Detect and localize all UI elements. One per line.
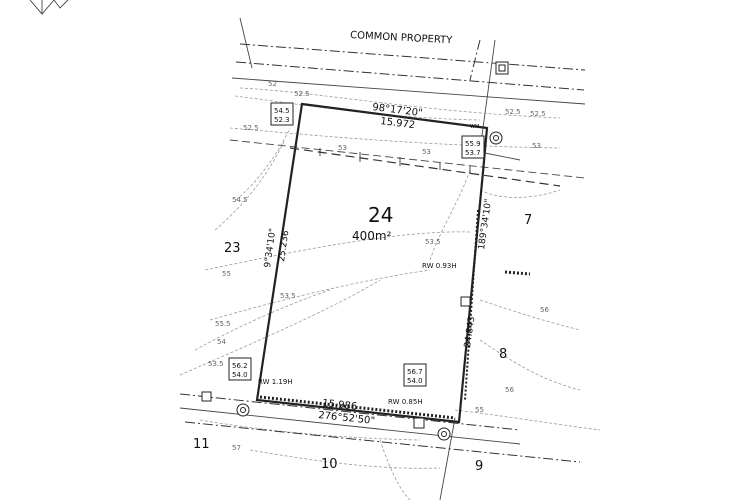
building-setback-line [289, 147, 561, 187]
contour-label: 55 [475, 406, 484, 414]
distance-left: 25.236 [277, 230, 291, 263]
rw-label-e: RW 0.93H [422, 262, 457, 270]
contour-label: 55 [222, 270, 231, 278]
common-property-label: COMMON PROPERTY [350, 30, 454, 46]
pit-icon-southwest [201, 391, 212, 402]
contour-label: 52 [268, 80, 277, 88]
level-top: 55.9 [465, 140, 481, 148]
level-box-ne: 55.9 53.7 [461, 135, 485, 159]
contour-lines [179, 87, 601, 500]
contour-label: 53.5 [208, 360, 224, 368]
pit-icon-east [460, 296, 471, 307]
contour-label: 56 [540, 306, 549, 314]
distance-top: 15.972 [380, 116, 416, 131]
manhole-icon-southwest [236, 403, 250, 417]
contour-label: 53 [532, 142, 541, 150]
level-top: 56.2 [232, 362, 248, 370]
level-box-se: 56.7 54.0 [403, 363, 427, 387]
distance-bottom: 15.986 [322, 398, 358, 413]
contour-label: 52.5 [243, 124, 259, 132]
retaining-wall-hatching [259, 209, 531, 420]
contour-label: 53 [422, 148, 431, 156]
lot-area: 400m² [352, 229, 392, 243]
pit-icon-south [413, 417, 425, 429]
level-box-sw: 56.2 54.0 [228, 357, 252, 381]
contour-label: 56 [505, 386, 514, 394]
level-box-nw: 54.5 52.3 [270, 102, 294, 126]
contour-label: 54 [217, 338, 226, 346]
lot-number-west: 23 [224, 241, 241, 256]
service-pit-icon [495, 61, 509, 75]
contour-label: 53.5 [280, 292, 296, 300]
distance-right: 24.843 [463, 316, 477, 349]
level-bottom: 52.3 [274, 116, 290, 124]
level-top: 56.7 [407, 368, 423, 376]
contour-label: 53 [338, 144, 347, 152]
contour-label: 52.5 [505, 108, 521, 116]
water-meter-label: WM [470, 124, 479, 130]
lot-boundary [255, 102, 489, 424]
lot-number: 24 [368, 203, 393, 227]
contour-label: 55.5 [215, 320, 231, 328]
lot-number-east-upper: 7 [524, 213, 532, 228]
lot-number-south-mid: 10 [321, 457, 338, 472]
lot-number-east-lower: 8 [499, 347, 507, 362]
level-bottom: 54.0 [407, 377, 423, 385]
south-road-lines [179, 149, 581, 500]
rw-label-se: RW 0.85H [388, 398, 423, 406]
top-easement-lines [229, 17, 586, 179]
contour-label: 53.5 [425, 238, 441, 246]
lot-number-south-left: 11 [193, 437, 210, 452]
contour-labels: 52 52.5 52.5 52.5 52.5 53 53 53 53.5 53.… [208, 80, 549, 452]
manhole-icon [489, 131, 503, 145]
contour-label: 52.5 [294, 90, 310, 98]
contour-label: 54.5 [232, 196, 248, 204]
rw-label-sw: RW 1.19H [258, 378, 293, 386]
level-bottom: 53.7 [465, 149, 481, 157]
level-top: 54.5 [274, 107, 290, 115]
bearing-left: 9°34'10" [263, 228, 278, 269]
contour-label: 52.5 [530, 110, 546, 118]
contour-label: 57 [232, 444, 241, 452]
setback-ticks [319, 148, 471, 174]
manhole-icon-south [437, 427, 451, 441]
level-bottom: 54.0 [232, 371, 248, 379]
lot-number-south-right: 9 [475, 459, 483, 474]
north-arrow-icon [29, 0, 69, 15]
